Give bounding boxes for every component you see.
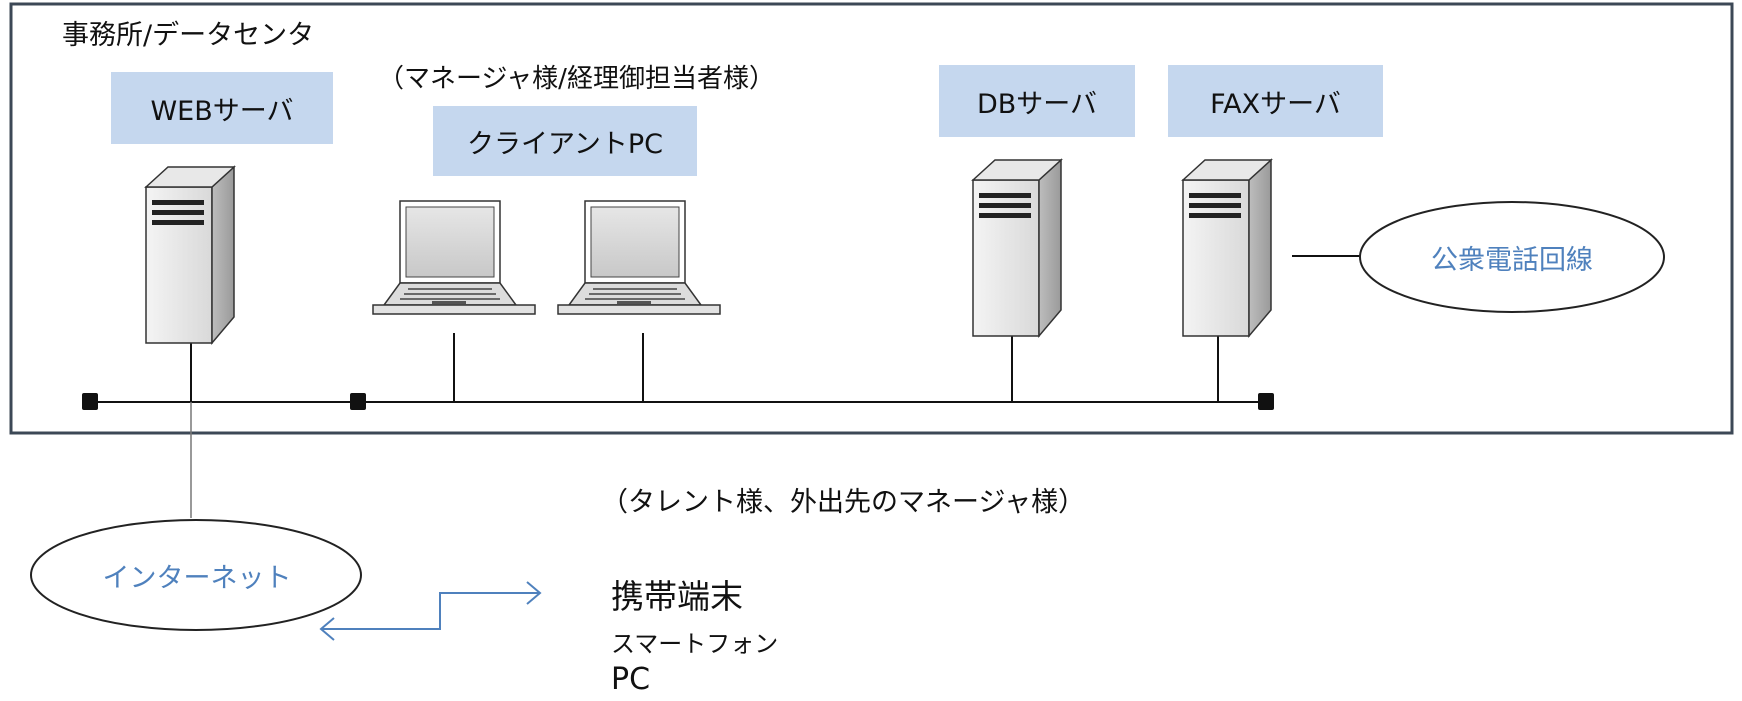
laptop-icon [557, 200, 721, 315]
office-label: 事務所/データセンタ [62, 20, 315, 51]
web-server-icon [145, 166, 235, 344]
client-users-note: （マネージャ様/経理御担当者様） [378, 64, 775, 94]
fax-server-icon [1182, 159, 1272, 337]
lan-terminator-right [1258, 393, 1274, 410]
external-users-note: （タレント様、外出先のマネージャ様） [601, 487, 1086, 518]
internet-label: インターネット [102, 562, 292, 594]
device-mobile-phone: 携帯端末 [611, 577, 743, 616]
laptop-icon [372, 200, 536, 315]
web-server-label: WEBサーバ [111, 72, 333, 144]
fax-server-label: FAXサーバ [1168, 65, 1383, 137]
bidirectional-arrow-icon [319, 581, 542, 641]
phone-line-ellipse [1359, 201, 1665, 313]
office-frame [9, 2, 1734, 435]
lan-terminator-left [82, 393, 98, 410]
lan-node-mid [350, 393, 366, 410]
db-server-label: DBサーバ [939, 65, 1135, 137]
lan-network [90, 255, 1360, 403]
phone-line-label: 公衆電話回線 [1431, 244, 1593, 276]
db-server-icon [972, 159, 1062, 337]
device-pc: PC [611, 662, 651, 697]
device-smartphone: スマートフォン [611, 630, 779, 658]
internet-ellipse [30, 519, 362, 631]
client-pc-label: クライアントPC [433, 106, 697, 176]
